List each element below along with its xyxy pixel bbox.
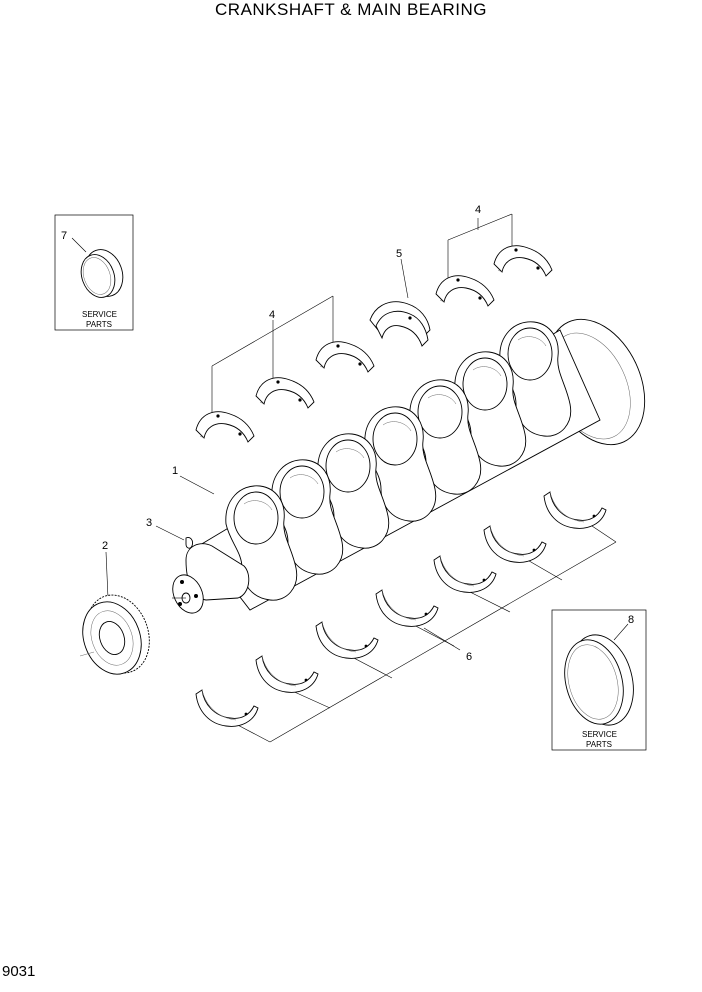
callout-7: 7 (61, 230, 67, 242)
crankshaft (172, 318, 646, 614)
page-code: 9031 (2, 963, 36, 980)
lower-bearing-shell (433, 555, 497, 593)
upper-bearing-shell (315, 341, 375, 373)
front-seal-ring-icon (80, 249, 124, 298)
callout-8: 8 (628, 614, 634, 626)
service-box-7-line2: PARTS (86, 320, 112, 329)
callout-3: 3 (146, 517, 152, 529)
lower-bearing-shell (543, 491, 607, 529)
service-box-8-line1: SERVICE (582, 730, 617, 739)
upper-bearing-shell (255, 377, 315, 409)
service-box-7-line1: SERVICE (82, 310, 117, 319)
service-part-box-7 (54, 214, 134, 331)
page-title: CRANKSHAFT & MAIN BEARING (215, 0, 487, 19)
callout-4-left: 4 (269, 309, 275, 321)
upper-bearing-group-left (195, 295, 375, 443)
service-box-8-line2: PARTS (586, 740, 612, 749)
callout-1: 1 (172, 465, 178, 477)
upper-bearing-group-right (435, 213, 553, 307)
upper-bearing-shell (195, 411, 255, 443)
upper-bearing-shell (493, 245, 553, 277)
callout-2: 2 (102, 540, 108, 552)
lower-bearing-shell (483, 525, 547, 563)
lower-bearing-shell (255, 655, 319, 693)
rear-seal-ring-icon (564, 634, 634, 726)
callout-4-upper: 4 (475, 204, 481, 216)
service-part-box-8 (551, 609, 647, 751)
lower-bearing-group (195, 491, 617, 743)
lower-bearing-shell (315, 621, 379, 659)
woodruff-key (155, 525, 193, 549)
callout-6: 6 (466, 651, 472, 663)
lower-bearing-shell (195, 689, 259, 727)
upper-bearing-shell (435, 275, 495, 307)
thrust-bearing (369, 258, 431, 347)
callout-5: 5 (396, 248, 402, 260)
lower-bearing-shell (375, 589, 439, 627)
crankshaft-gear (79, 551, 150, 675)
